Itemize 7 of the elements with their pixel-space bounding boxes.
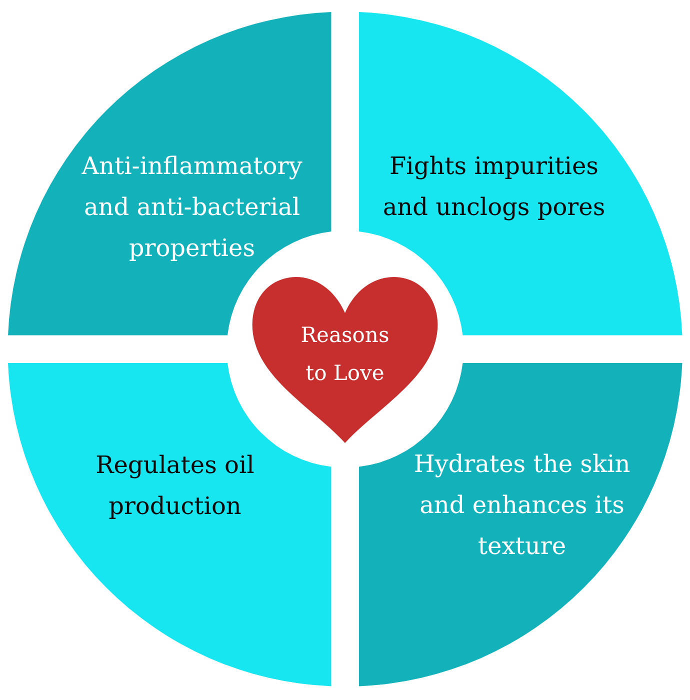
segment-text: Anti-inflammatory and anti-bacterial properties [80,150,304,264]
segment-text: Regulates oil production [94,450,256,522]
segment-text: Hydrates the skin and enhances its texture [412,449,632,562]
heart-shape [251,274,439,443]
heart-title: Reasons to Love [300,322,390,387]
segment-text: Fights impurities and unclogs pores [382,150,606,223]
quarter-ring-segment [8,362,332,686]
